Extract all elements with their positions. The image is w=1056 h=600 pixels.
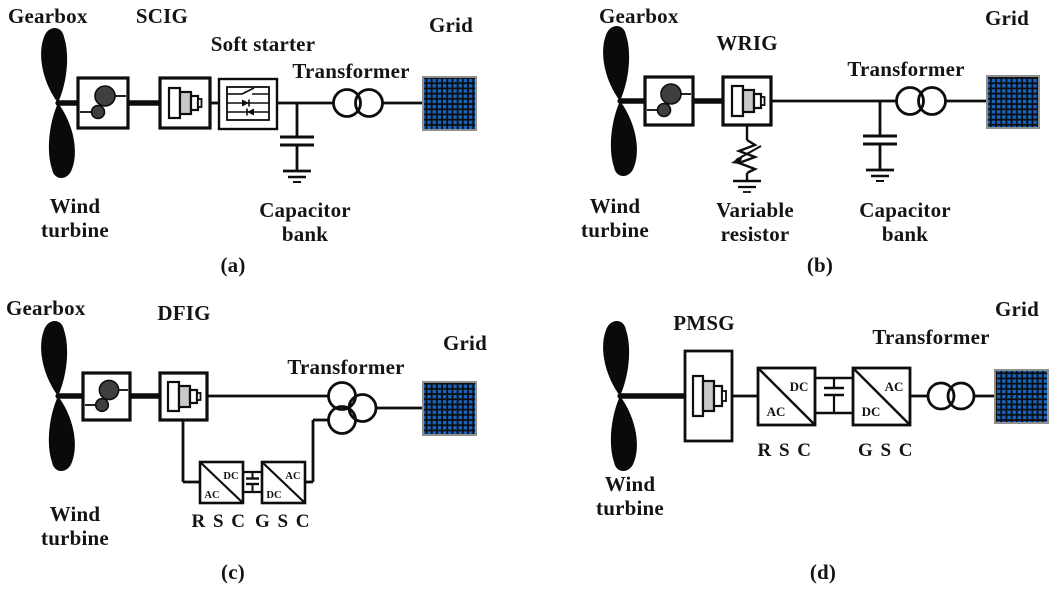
grid-label: Grid bbox=[429, 13, 473, 37]
panel-caption: (d) bbox=[809, 560, 837, 584]
capacitor-bank-icon bbox=[280, 103, 314, 183]
grid-label: Grid bbox=[443, 331, 487, 355]
wind-turbine-label: Wind turbine bbox=[41, 502, 109, 550]
panel-b-wrig: Gearbox WRIG Grid Transformer Wind turbi… bbox=[528, 0, 1056, 290]
gsc-ac-label: AC bbox=[885, 379, 904, 394]
grid-icon bbox=[422, 76, 477, 131]
gsc-output-wire bbox=[305, 418, 329, 484]
variable-resistor-icon bbox=[731, 125, 762, 193]
panel-caption: (a) bbox=[220, 253, 246, 277]
generator-label: SCIG bbox=[135, 4, 189, 28]
generator-label: PMSG bbox=[673, 311, 735, 335]
transformer-icon bbox=[895, 86, 947, 116]
gsc-label: G S C bbox=[857, 440, 915, 461]
transformer-icon bbox=[926, 381, 976, 411]
panel-caption: (c) bbox=[221, 560, 245, 584]
gsc-converter-icon: AC DC bbox=[260, 460, 307, 505]
rsc-label: R S C bbox=[191, 511, 247, 532]
generator-label: DFIG bbox=[157, 301, 211, 325]
grid-icon bbox=[422, 381, 477, 436]
rsc-dc-label: DC bbox=[223, 471, 238, 482]
generator-icon bbox=[158, 76, 212, 130]
transformer-label: Transformer bbox=[872, 325, 990, 349]
rotor-wire bbox=[181, 420, 200, 484]
panel-caption: (b) bbox=[806, 253, 834, 277]
soft-starter-icon bbox=[217, 77, 279, 131]
wind-turbine-icon bbox=[603, 321, 637, 471]
transformer-label: Transformer bbox=[292, 59, 410, 83]
wind-turbine-icon bbox=[41, 321, 75, 471]
wind-turbine-label: Wind turbine bbox=[41, 194, 109, 242]
transformer-icon bbox=[332, 88, 384, 118]
gearbox-label: Gearbox bbox=[599, 4, 679, 28]
grid-icon bbox=[986, 75, 1040, 129]
generator-icon bbox=[683, 349, 734, 443]
grid-icon bbox=[994, 369, 1049, 424]
gsc-label: G S C bbox=[254, 511, 312, 532]
gearbox-icon bbox=[81, 371, 132, 422]
panel-c-dfig: DC AC AC DC bbox=[0, 290, 528, 600]
gearbox-icon bbox=[643, 75, 695, 127]
grid-label: Grid bbox=[985, 6, 1029, 30]
rsc-ac-label: AC bbox=[767, 404, 786, 419]
gsc-dc-label: DC bbox=[266, 490, 281, 501]
gearbox-label: Gearbox bbox=[6, 296, 86, 320]
transformer-label: Transformer bbox=[847, 57, 965, 81]
generator-label: WRIG bbox=[716, 31, 778, 55]
panel-c-circuit: DC AC AC DC bbox=[41, 321, 477, 505]
dc-link-capacitor-icon bbox=[243, 470, 262, 494]
transformer-icon bbox=[327, 381, 378, 435]
gsc-dc-label: DC bbox=[862, 404, 881, 419]
wind-turbine-label: Wind turbine bbox=[581, 194, 649, 242]
transformer-label: Transformer bbox=[287, 355, 405, 379]
rsc-converter-icon: DC AC bbox=[756, 366, 817, 427]
panel-d-circuit: DC AC AC DC bbox=[603, 321, 1049, 471]
gearbox-icon bbox=[76, 76, 130, 130]
panel-d-pmsg: DC AC AC DC bbox=[528, 290, 1056, 600]
gsc-ac-label: AC bbox=[285, 471, 300, 482]
variable-resistor-label: Variable resistor bbox=[716, 198, 794, 246]
capacitor-bank-icon bbox=[863, 101, 897, 182]
wind-turbine-icon bbox=[41, 28, 75, 178]
rsc-ac-label: AC bbox=[204, 490, 219, 501]
gearbox-label: Gearbox bbox=[8, 4, 88, 28]
capacitor-bank-label: Capacitor bank bbox=[259, 198, 351, 246]
panel-b-circuit bbox=[603, 26, 1040, 193]
rsc-label: R S C bbox=[757, 440, 813, 461]
panel-a-scig: Gearbox SCIG Soft starter Transformer Gr… bbox=[0, 0, 528, 290]
grid-label: Grid bbox=[995, 297, 1039, 321]
wind-turbine-label: Wind turbine bbox=[596, 472, 664, 520]
wind-turbine-icon bbox=[603, 26, 637, 176]
rsc-dc-label: DC bbox=[790, 379, 809, 394]
capacitor-bank-label: Capacitor bank bbox=[859, 198, 951, 246]
generator-icon bbox=[721, 75, 773, 127]
generator-icon bbox=[158, 371, 209, 422]
soft-starter-label: Soft starter bbox=[210, 32, 316, 56]
rsc-converter-icon: DC AC bbox=[198, 460, 245, 505]
panel-a-circuit bbox=[41, 28, 477, 183]
gsc-converter-icon: AC DC bbox=[851, 366, 912, 427]
dc-link-capacitor-icon bbox=[815, 376, 853, 415]
